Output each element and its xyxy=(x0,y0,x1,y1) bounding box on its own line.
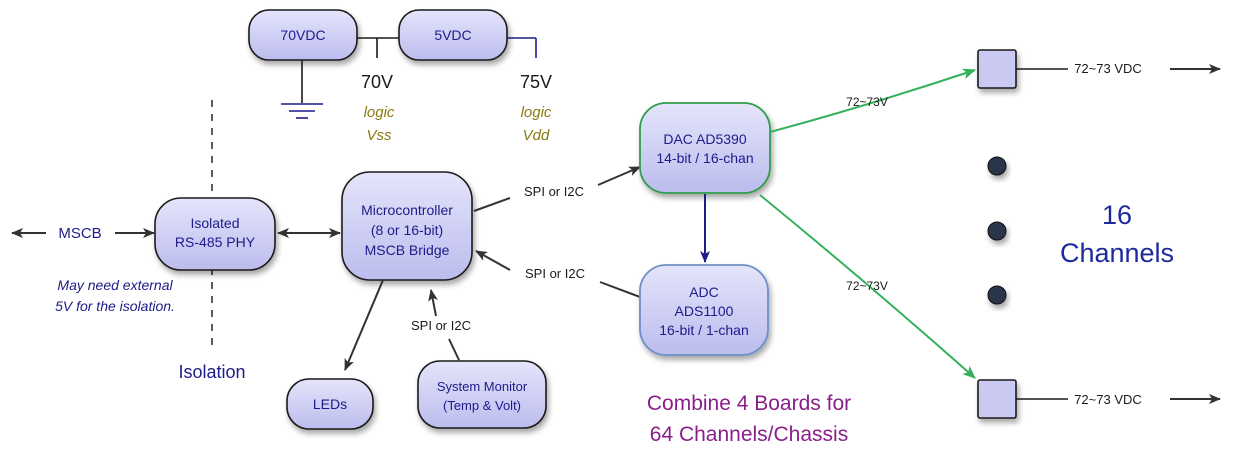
node-adc-line1: ADC xyxy=(689,284,719,300)
ellipsis-dot-1 xyxy=(987,156,1007,176)
node-adc-line2: ADS1100 xyxy=(675,303,734,319)
node-dac xyxy=(639,102,771,194)
node-microcontroller xyxy=(341,171,473,281)
node-70vdc-label: 70VDC xyxy=(280,27,325,43)
mcu-dac-arrow xyxy=(473,167,640,212)
mcu-leds-arrow xyxy=(344,279,384,371)
node-system-monitor xyxy=(417,360,547,429)
node-rs485-phy-line1: Isolated xyxy=(190,215,239,231)
node-dac-line1: DAC AD5390 xyxy=(663,131,746,147)
node-dac-line2: 14-bit / 16-chan xyxy=(656,150,753,166)
node-70vdc xyxy=(248,9,358,61)
adc-mcu-arrow xyxy=(476,251,641,298)
node-sysmon-line2: (Temp & Volt) xyxy=(443,398,521,413)
combine-note-line2: 64 Channels/Chassis xyxy=(650,423,848,446)
node-5vdc-label: 5VDC xyxy=(434,27,471,43)
power-wiring xyxy=(301,37,537,103)
node-mcu-line2: (8 or 16-bit) xyxy=(371,222,443,238)
v70-output-label: 70V xyxy=(361,72,393,92)
v75-output-label: 75V xyxy=(520,72,552,92)
node-adc-line3: 16-bit / 1-chan xyxy=(659,322,749,338)
isolation-label: Isolation xyxy=(178,362,245,382)
spi-dac-label: SPI or I2C xyxy=(524,184,584,199)
node-mcu-line1: Microcontroller xyxy=(361,202,453,218)
node-rs485-phy-line2: RS-485 PHY xyxy=(175,234,256,250)
spi-monitor-label: SPI or I2C xyxy=(411,318,471,333)
logic-label-vss: logic xyxy=(364,104,395,121)
vss-label: Vss xyxy=(366,127,392,144)
channel-bottom-box xyxy=(977,379,1017,419)
dac-output-bottom xyxy=(759,194,976,379)
node-5vdc xyxy=(398,9,508,61)
ground-symbol xyxy=(281,103,323,119)
channel-bottom-output-label: 72~73 VDC xyxy=(1074,392,1142,407)
sysmon-mcu-arrow xyxy=(431,290,460,361)
combine-note-line1: Combine 4 Boards for xyxy=(647,392,851,415)
dac-output-top xyxy=(769,68,977,133)
node-rs485-phy xyxy=(154,197,276,271)
channels-count: 16 xyxy=(1102,200,1132,230)
voltage-bottom-label: 72~73V xyxy=(846,279,888,293)
voltage-top-label: 72~73V xyxy=(846,95,888,109)
node-leds-label: LEDs xyxy=(313,396,347,412)
channel-top-output-label: 72~73 VDC xyxy=(1074,61,1142,76)
node-mcu-line3: MSCB Bridge xyxy=(365,242,450,258)
ellipsis-dot-2 xyxy=(987,221,1007,241)
node-sysmon-line1: System Monitor xyxy=(437,379,528,394)
node-adc xyxy=(639,264,769,356)
channel-top-box xyxy=(977,49,1017,89)
isolation-note-line2: 5V for the isolation. xyxy=(55,298,175,314)
channels-word: Channels xyxy=(1060,238,1174,268)
logic-label-vdd: logic xyxy=(521,104,552,121)
ellipsis-dot-3 xyxy=(987,285,1007,305)
isolation-note-line1: May need external xyxy=(57,277,173,293)
vdd-label: Vdd xyxy=(523,127,550,144)
mscb-label: MSCB xyxy=(58,225,101,242)
spi-adc-label: SPI or I2C xyxy=(525,266,585,281)
node-leds xyxy=(286,378,374,430)
